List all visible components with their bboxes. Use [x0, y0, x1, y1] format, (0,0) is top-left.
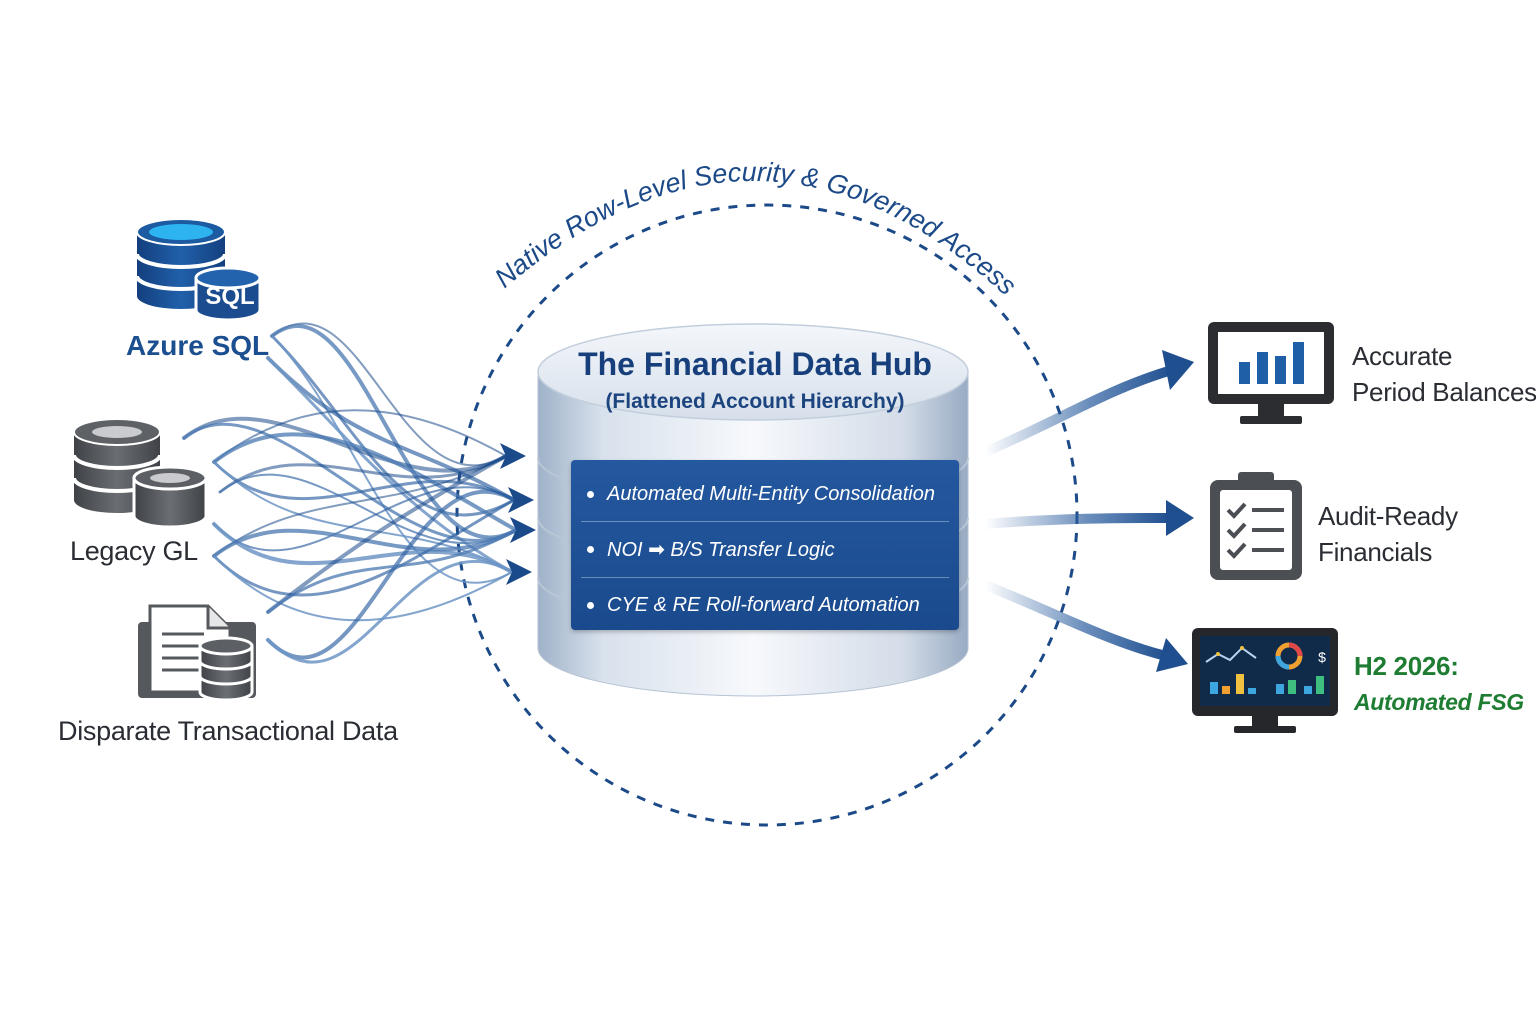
flow-strand — [212, 522, 514, 574]
flow-strand — [219, 473, 517, 545]
flow-strand — [182, 416, 508, 473]
output-label-line: Automated FSG — [1354, 689, 1524, 715]
flow-strand — [218, 454, 508, 494]
documents-database-icon — [138, 604, 256, 702]
clipboard-checklist-icon — [1210, 472, 1302, 580]
flow-strand — [182, 422, 518, 542]
flow-strand — [270, 324, 518, 540]
bullet-icon — [587, 545, 594, 553]
feature-item: CYE & RE Roll-forward Automation — [571, 577, 959, 633]
feature-text: Automated Multi-Entity Consolidation — [607, 482, 935, 505]
flow-strand — [212, 498, 516, 597]
hub-subtitle: (Flattened Account Hierarchy) — [605, 390, 905, 413]
dollar-symbol: $ — [1318, 649, 1326, 665]
output-label-line: Period Balances — [1352, 377, 1536, 407]
output-label-line: H2 2026: — [1354, 651, 1459, 681]
flow-strand — [266, 559, 514, 664]
output-label-line: Audit-Ready — [1318, 501, 1458, 531]
flow-strand — [213, 461, 513, 573]
feature-text: NOI ➡ B/S Transfer Logic — [607, 538, 835, 561]
flow-arrowhead — [508, 487, 534, 513]
flow-strand — [213, 409, 507, 463]
flow-arrowhead — [500, 443, 526, 469]
output-arrow-3 — [980, 580, 1188, 672]
input-flow-strands — [182, 322, 536, 664]
monitor-bar-chart-icon — [1208, 322, 1334, 424]
bullet-icon — [587, 601, 594, 609]
flow-strand — [266, 528, 518, 614]
monitor-dashboard-icon: $ — [1192, 628, 1338, 733]
hub-title: The Financial Data Hub — [578, 346, 932, 382]
feature-item: NOI ➡ B/S Transfer Logic — [571, 521, 959, 577]
bullet-icon — [587, 490, 594, 498]
flow-strand — [266, 454, 508, 614]
source-label-legacy-gl: Legacy GL — [70, 536, 198, 566]
feature-text: CYE & RE Roll-forward Automation — [607, 593, 920, 616]
output-label-audit-ready: Audit-Ready Financials — [1318, 498, 1458, 570]
sql-badge: SQL — [205, 283, 254, 310]
feature-divider — [581, 577, 949, 578]
flow-strand — [266, 356, 516, 502]
feature-divider — [581, 521, 949, 522]
flow-strand — [212, 432, 518, 532]
flow-arrowhead — [510, 517, 536, 543]
hub-features-panel: Automated Multi-Entity Consolidation NOI… — [571, 460, 959, 630]
flow-strand — [212, 460, 516, 502]
flow-strand — [213, 486, 515, 552]
source-label-transactional-data: Disparate Transactional Data — [58, 716, 398, 746]
output-arrow-1 — [980, 350, 1194, 457]
output-arrow-2 — [980, 500, 1194, 536]
output-label-line: Accurate — [1352, 341, 1453, 371]
flow-arrowhead — [506, 559, 532, 585]
ring-label: Native Row-Level Security & Governed Acc… — [489, 157, 1022, 301]
flow-strand — [212, 528, 518, 558]
database-stack-icon — [72, 418, 208, 529]
flow-strand — [271, 322, 507, 467]
flow-strand — [266, 489, 516, 660]
output-label-period-balances: Accurate Period Balances — [1352, 338, 1536, 410]
database-sql-icon: SQL — [135, 218, 262, 322]
source-label-azure-sql: Azure SQL — [126, 330, 270, 361]
feature-item: Automated Multi-Entity Consolidation — [571, 466, 959, 522]
flow-strand — [213, 455, 507, 557]
output-label-automated-fsg: H2 2026: Automated FSG — [1354, 648, 1524, 720]
output-label-line: Financials — [1318, 537, 1433, 567]
